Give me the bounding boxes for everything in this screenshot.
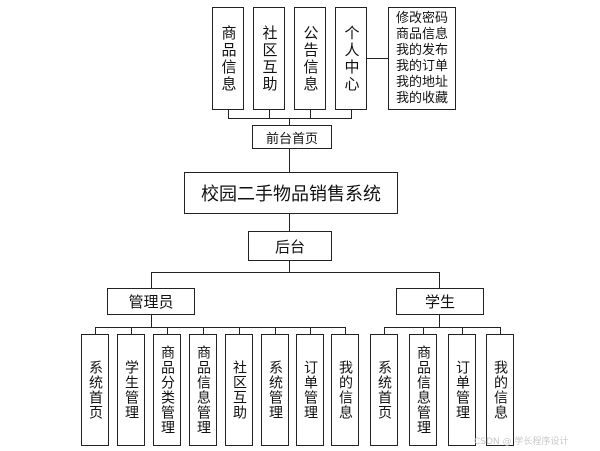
connector-line [228, 110, 230, 119]
connector-line [500, 327, 502, 334]
connector-line [439, 272, 441, 288]
personal-center-item: 我的订单 [395, 58, 448, 74]
connector-line [131, 327, 133, 334]
front-module-label: 商品信息 [219, 24, 238, 93]
connector-line [310, 327, 312, 334]
connector-line [384, 327, 501, 329]
system-title-node: 校园二手物品销售系统 [184, 172, 398, 214]
connector-line [275, 327, 277, 334]
front-home-node: 前台首页 [252, 125, 332, 149]
watermark-text: CSDN @ 学长程序设计 [474, 437, 569, 447]
admin-module-category-management: 商品分类管理 [153, 334, 181, 446]
admin-module-my-info: 我的信息 [331, 334, 359, 446]
student-module-label: 订单管理 [454, 360, 470, 420]
connector-line [151, 315, 153, 328]
personal-center-item: 商品信息 [395, 26, 448, 42]
connector-line [289, 118, 291, 125]
connector-line [289, 214, 291, 231]
student-node: 学生 [396, 288, 484, 315]
student-label: 学生 [424, 293, 455, 311]
admin-module-label: 学生管理 [123, 360, 139, 420]
personal-center-items: 修改密码 商品信息 我的发布 我的订单 我的地址 我的收藏 [388, 7, 456, 110]
connector-line [167, 327, 169, 334]
student-module-goods-management: 商品信息管理 [409, 334, 437, 446]
admin-module-goods-management: 商品信息管理 [189, 334, 217, 446]
connector-line [384, 327, 386, 334]
front-home-label: 前台首页 [265, 131, 318, 147]
admin-module-system-management: 系统管理 [261, 334, 289, 446]
personal-center-item: 我的收藏 [395, 90, 448, 106]
admin-module-system-home: 系统首页 [81, 334, 109, 446]
connector-line [423, 327, 425, 334]
connector-line [310, 110, 312, 119]
admin-module-label: 订单管理 [302, 360, 318, 420]
connector-line [95, 327, 346, 329]
front-module-goods-info: 商品信息 [212, 7, 244, 110]
front-module-personal-center: 个人中心 [335, 7, 367, 110]
admin-module-community-help: 社区互助 [225, 334, 253, 446]
student-module-system-home: 系统首页 [370, 334, 398, 446]
connector-line [151, 272, 440, 274]
personal-center-item: 修改密码 [395, 10, 448, 26]
connector-line [239, 327, 241, 334]
student-module-label: 我的信息 [492, 360, 508, 420]
connector-line [289, 149, 291, 172]
admin-module-label: 我的信息 [337, 360, 353, 420]
admin-module-order-management: 订单管理 [296, 334, 324, 446]
personal-center-item: 我的发布 [395, 42, 448, 58]
connector-line [269, 110, 271, 119]
admin-module-student-management: 学生管理 [117, 334, 145, 446]
admin-module-label: 商品分类管理 [159, 345, 175, 435]
connector-line [203, 327, 205, 334]
admin-node: 管理员 [107, 288, 195, 315]
backend-node: 后台 [248, 231, 332, 261]
front-module-community-help: 社区互助 [253, 7, 285, 110]
connector-line [95, 327, 97, 334]
student-module-label: 系统首页 [376, 360, 392, 420]
connector-line [351, 110, 353, 119]
admin-label: 管理员 [128, 293, 174, 311]
connector-line [462, 327, 464, 334]
front-module-label: 社区互助 [260, 24, 279, 93]
front-module-label: 个人中心 [342, 24, 361, 93]
admin-module-label: 系统管理 [267, 360, 283, 420]
connector-line [345, 327, 347, 334]
connector-line [367, 58, 388, 60]
backend-label: 后台 [274, 237, 305, 256]
system-title: 校园二手物品销售系统 [201, 184, 381, 205]
connector-line [151, 272, 153, 288]
connector-line [289, 261, 291, 273]
front-module-label: 公告信息 [301, 24, 320, 93]
admin-module-label: 商品信息管理 [195, 345, 211, 435]
student-module-label: 商品信息管理 [415, 345, 431, 435]
connector-line [439, 315, 441, 328]
student-module-order-management: 订单管理 [448, 334, 476, 446]
admin-module-label: 社区互助 [231, 360, 247, 420]
student-module-my-info: 我的信息 [486, 334, 514, 446]
front-module-announcement: 公告信息 [294, 7, 326, 110]
personal-center-item: 我的地址 [395, 74, 448, 90]
admin-module-label: 系统首页 [87, 360, 103, 420]
